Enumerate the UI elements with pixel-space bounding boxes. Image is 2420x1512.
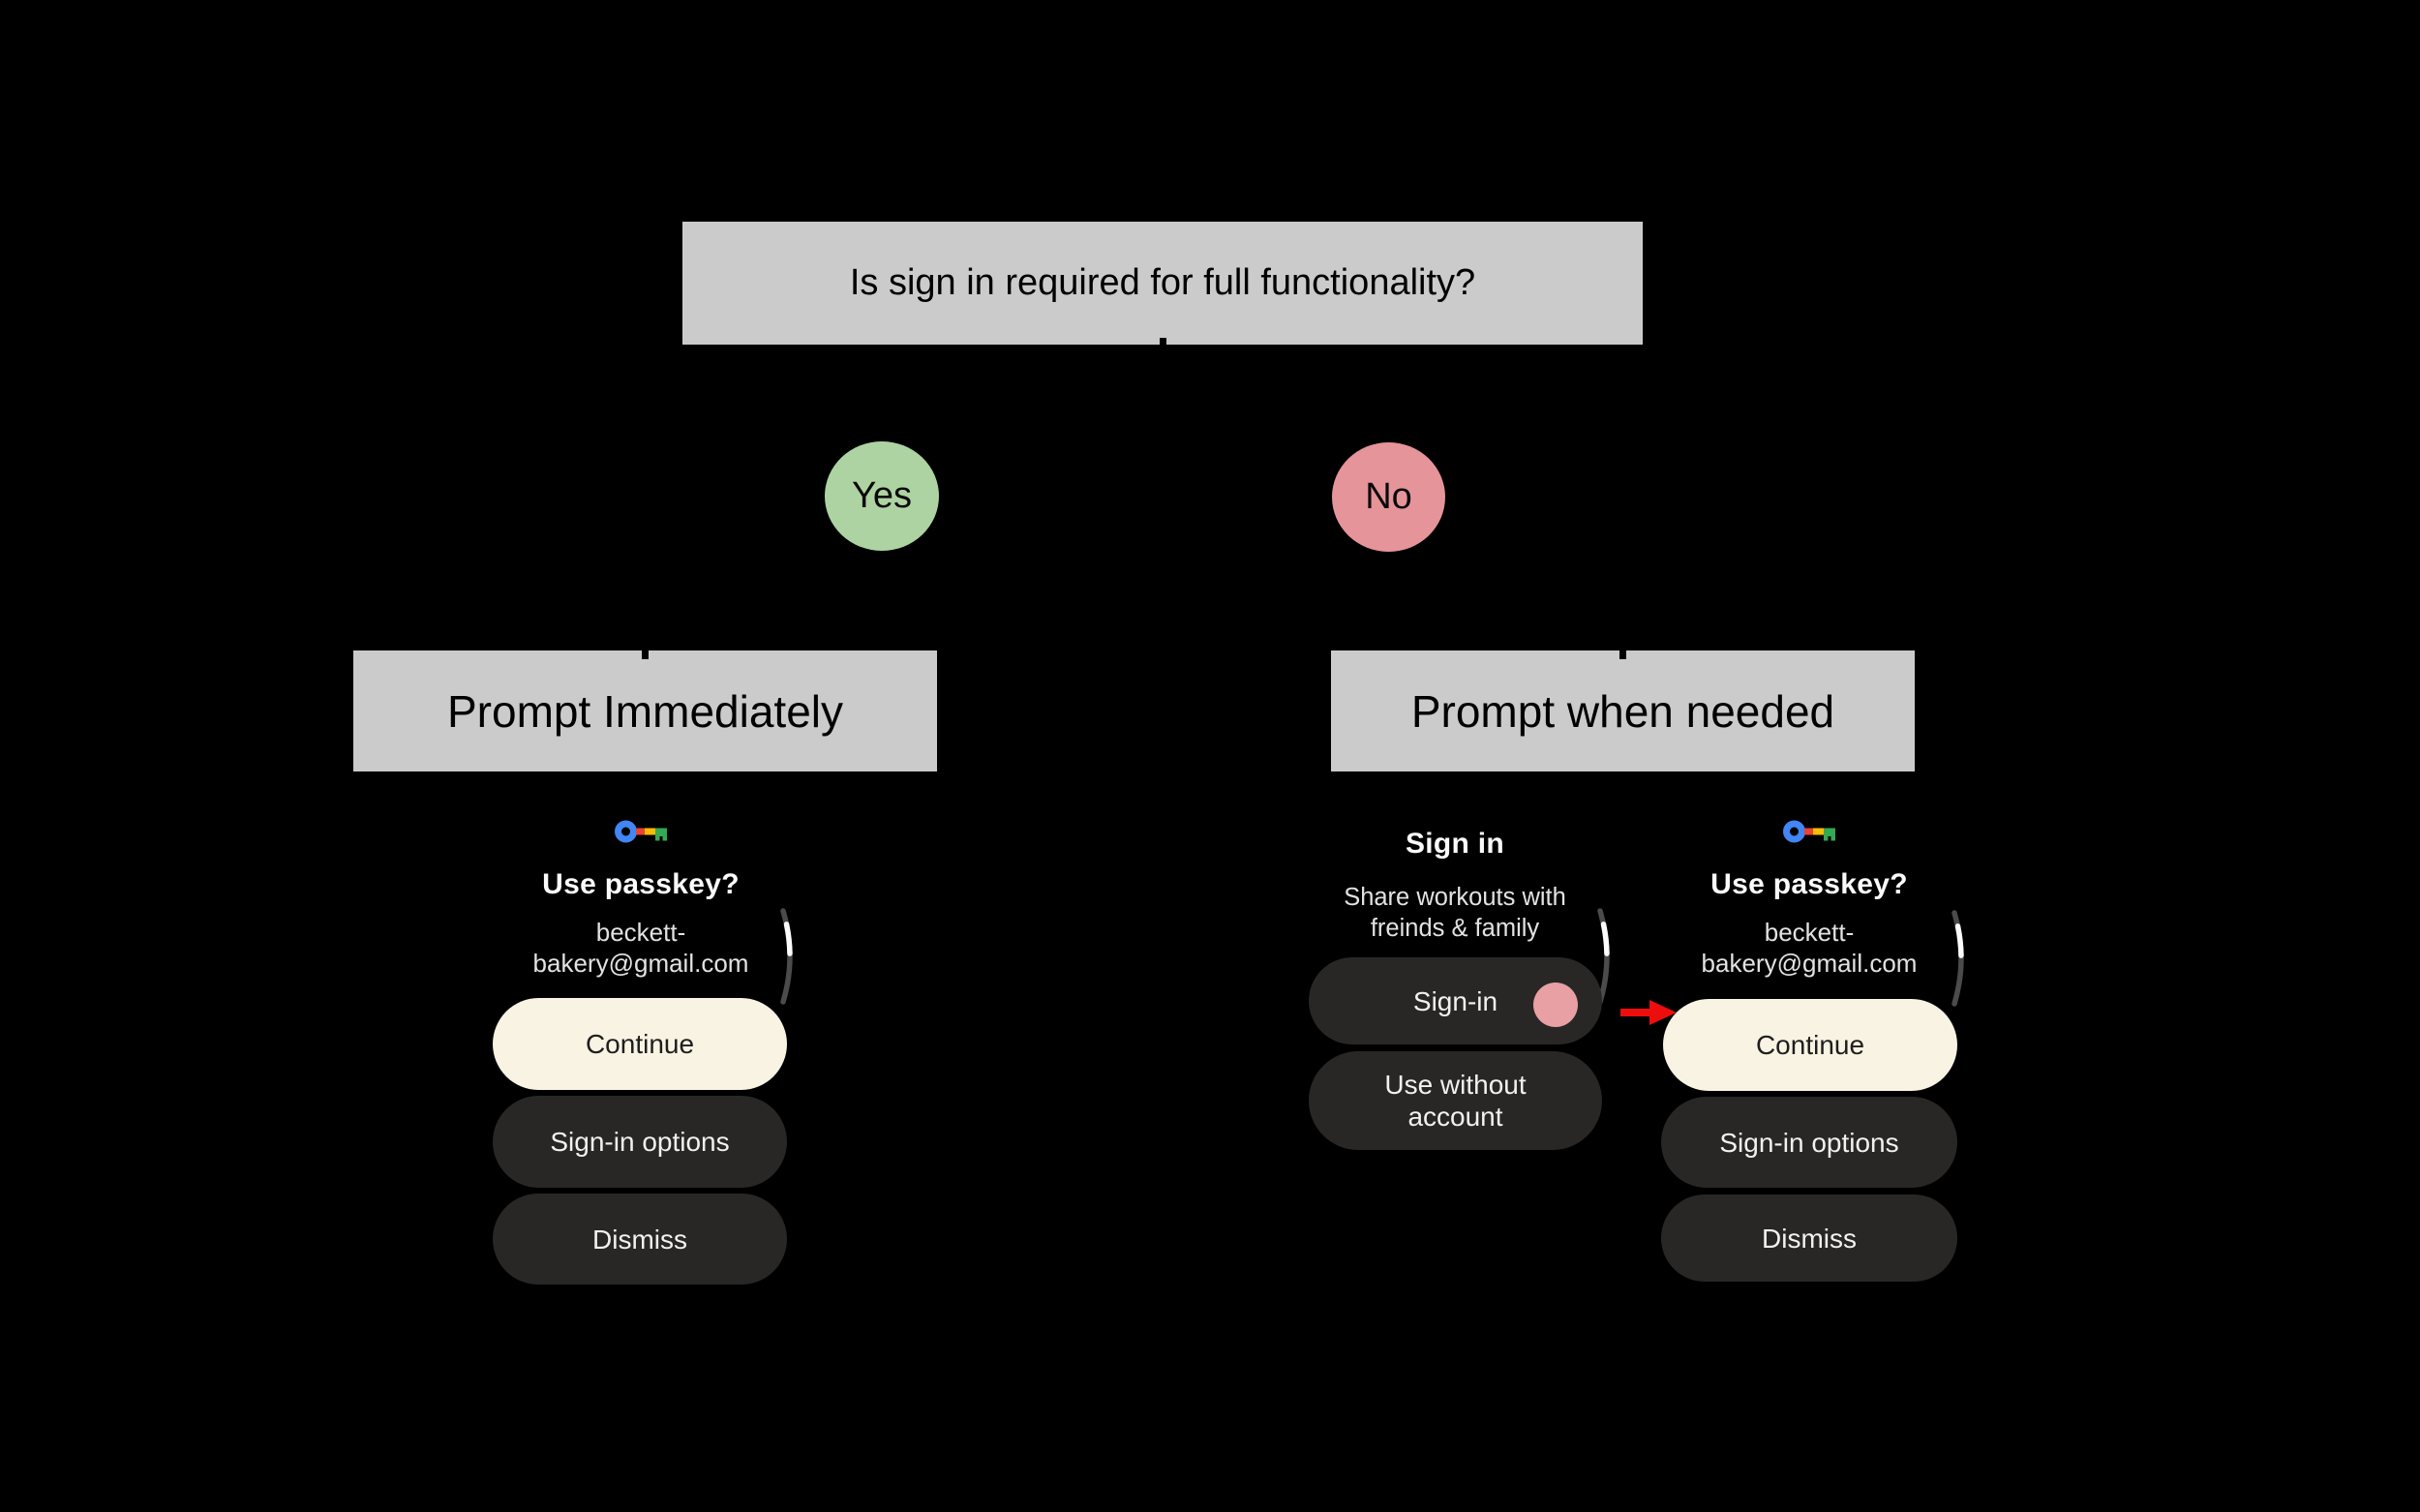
signin-options-button[interactable]: Sign-in options [1661, 1097, 1957, 1188]
tap-indicator [1533, 983, 1578, 1027]
question-box: Is sign in required for full functionali… [682, 222, 1643, 345]
continue-label: Continue [585, 1029, 695, 1059]
use-without-account-line1: Use without [1384, 1070, 1527, 1100]
branch-immediate-box: Prompt Immediately [353, 650, 937, 771]
connector-tick [642, 650, 649, 659]
use-without-account-button[interactable]: Use without account [1309, 1051, 1602, 1150]
dismiss-label: Dismiss [1762, 1223, 1857, 1254]
branch-when-needed-label: Prompt when needed [1410, 685, 1835, 737]
account-email: beckett- bakery@gmail.com [447, 917, 834, 979]
dismiss-button[interactable]: Dismiss [1661, 1194, 1957, 1282]
signin-options-label: Sign-in options [1719, 1127, 1899, 1158]
passkey-title: Use passkey? [542, 868, 740, 900]
passkey-icon [1783, 820, 1835, 843]
no-label: No [1365, 476, 1412, 517]
dismiss-button[interactable]: Dismiss [493, 1194, 787, 1285]
arrow-right-icon [1620, 1000, 1677, 1025]
yes-label: Yes [852, 475, 912, 516]
branch-when-needed-box: Prompt when needed [1331, 650, 1915, 771]
account-email-line2: bakery@gmail.com [1701, 949, 1918, 978]
account-email-line1: beckett- [595, 918, 686, 947]
scroll-indicator[interactable] [1593, 908, 1618, 1005]
account-email: beckett- bakery@gmail.com [1616, 917, 2003, 979]
scroll-indicator[interactable] [1948, 910, 1973, 1007]
signin-button[interactable]: Sign-in [1309, 957, 1602, 1044]
connector-tick [1619, 650, 1626, 659]
signin-options-label: Sign-in options [550, 1127, 730, 1157]
signin-subtitle-line1: Share workouts with [1344, 884, 1566, 911]
continue-button[interactable]: Continue [1663, 999, 1957, 1091]
signin-screen-title: Sign in [1405, 828, 1505, 860]
dismiss-label: Dismiss [592, 1224, 687, 1255]
signin-options-button[interactable]: Sign-in options [493, 1096, 787, 1188]
account-email-line2: bakery@gmail.com [532, 949, 749, 978]
connector-tick [1160, 338, 1166, 345]
use-without-account-line2: account [1407, 1102, 1503, 1132]
account-email-line1: beckett- [1764, 918, 1855, 947]
signin-label: Sign-in [1412, 985, 1498, 1016]
continue-button[interactable]: Continue [493, 998, 787, 1090]
question-text: Is sign in required for full functionali… [849, 262, 1476, 303]
signin-subtitle: Share workouts with freinds & family [1261, 882, 1649, 944]
passkey-title: Use passkey? [1710, 868, 1908, 900]
branch-immediate-label: Prompt Immediately [446, 685, 843, 737]
passkey-icon [615, 820, 667, 843]
yes-node: Yes [825, 441, 939, 551]
continue-label: Continue [1755, 1030, 1865, 1060]
signin-subtitle-line2: freinds & family [1370, 915, 1540, 942]
scroll-indicator[interactable] [776, 908, 802, 1005]
no-node: No [1332, 442, 1445, 552]
